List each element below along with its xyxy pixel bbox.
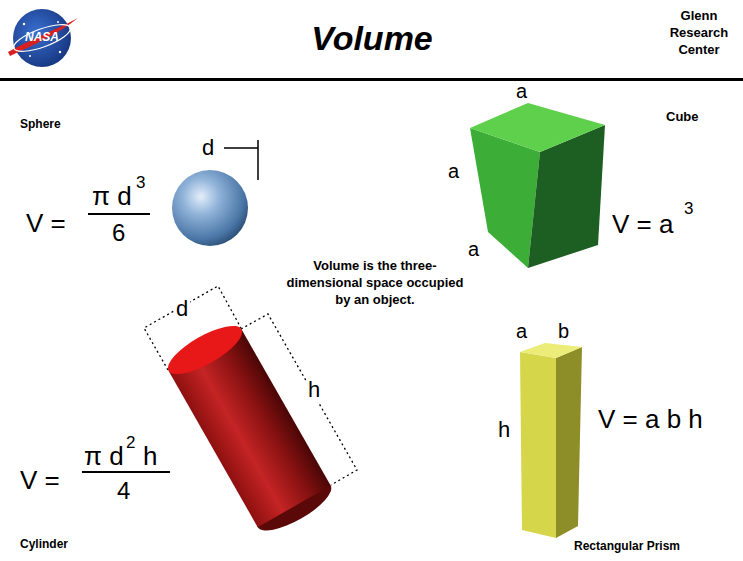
formula: V = bbox=[20, 466, 60, 495]
definition-note: Volume is the three-dimensional space oc… bbox=[285, 258, 465, 309]
dimension-label: d bbox=[174, 297, 190, 321]
dimension-label: d bbox=[202, 136, 214, 160]
header-rule bbox=[0, 78, 743, 81]
dimension-label: a bbox=[448, 160, 459, 182]
formula: V = a bbox=[612, 210, 673, 239]
shape-name: Cube bbox=[666, 110, 699, 124]
dimension-line bbox=[224, 140, 258, 180]
exponent: 3 bbox=[136, 174, 145, 193]
formula: π d bbox=[84, 442, 124, 471]
dimension-line bbox=[144, 286, 357, 485]
sphere bbox=[172, 170, 248, 246]
dimension-label: h bbox=[498, 418, 510, 442]
formula: 6 bbox=[112, 220, 125, 246]
formula: π d bbox=[92, 182, 132, 211]
formula: 4 bbox=[117, 478, 130, 504]
formula: V = bbox=[26, 209, 66, 238]
dimension-label: b bbox=[558, 320, 569, 342]
dimension-label: a bbox=[516, 320, 527, 342]
shape-name: Rectangular Prism bbox=[574, 540, 680, 553]
rectangular-prism bbox=[520, 343, 582, 538]
cube bbox=[470, 103, 605, 268]
formula: h bbox=[143, 442, 157, 471]
dimension-label: a bbox=[516, 80, 527, 102]
exponent: 3 bbox=[684, 200, 693, 219]
formula: V = a b h bbox=[598, 405, 703, 434]
cylinder bbox=[162, 317, 338, 539]
fraction-bar bbox=[88, 213, 150, 215]
fraction-bar bbox=[82, 471, 170, 473]
dimension-label: h bbox=[306, 378, 322, 402]
organization: Glenn Research Center bbox=[659, 8, 739, 59]
page-title: Volume bbox=[311, 20, 433, 57]
dimension-label: a bbox=[468, 238, 479, 260]
shape-name: Cylinder bbox=[20, 538, 68, 551]
nasa-logo bbox=[8, 9, 78, 67]
exponent: 2 bbox=[126, 434, 135, 453]
logo-text: NASA bbox=[25, 31, 59, 44]
shape-name: Sphere bbox=[20, 118, 61, 131]
